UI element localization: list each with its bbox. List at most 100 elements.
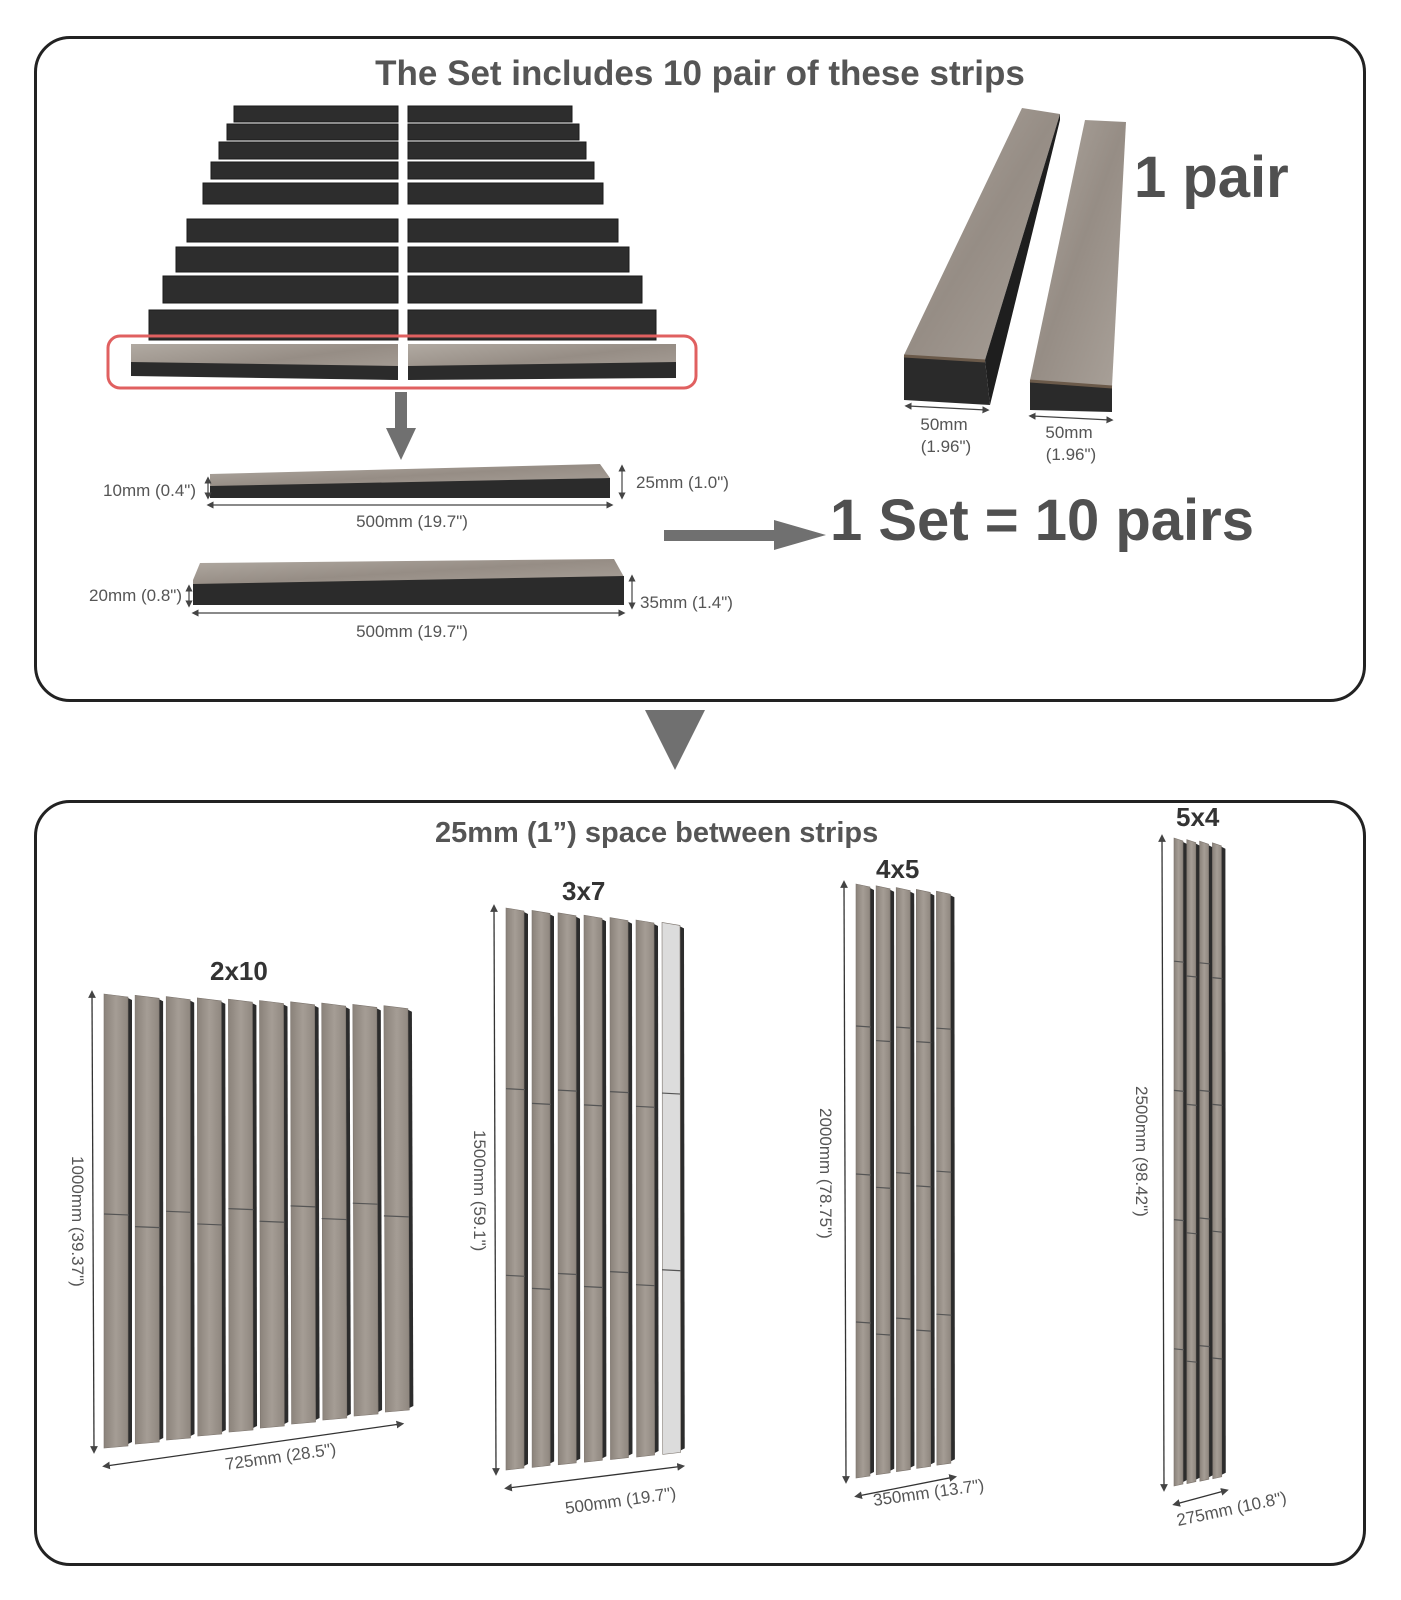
thick-strip: [185, 559, 636, 617]
pair-illustration: [903, 108, 1126, 424]
strip: [609, 917, 629, 1460]
height-arrow: [88, 990, 98, 1454]
strip-shadow: [890, 889, 895, 1471]
strip-joint: [1212, 977, 1223, 980]
strip: [875, 885, 891, 1476]
arrow-right: [664, 520, 826, 550]
height-arrow: [490, 904, 500, 1476]
strip: [583, 914, 603, 1463]
thick-strip-left-dim: 20mm (0.8"): [89, 586, 182, 605]
strip-shadow: [524, 912, 528, 1466]
strip-joint: [916, 1185, 932, 1188]
layout-4x5: [840, 880, 958, 1500]
strip-joint: [557, 1089, 578, 1092]
strip: [290, 1001, 316, 1425]
strip-joint: [896, 1317, 912, 1320]
strip-joint: [1173, 960, 1185, 963]
strip-joint: [936, 1170, 952, 1173]
height-2x10: 1000mm (39.37"): [68, 1156, 87, 1287]
strip-joint: [352, 1202, 378, 1205]
strip-joint: [197, 1223, 223, 1226]
strip-joint: [1212, 1230, 1223, 1233]
layout-label-5x4: 5x4: [1176, 802, 1220, 832]
pair-width-a: 50mm: [920, 415, 967, 434]
strip-shadow: [1208, 845, 1213, 1478]
layout-illustrations: [88, 834, 1229, 1507]
thin-strip-left-dim: 10mm (0.4"): [103, 481, 196, 500]
pair-width-a-inch: (1.96"): [921, 437, 971, 456]
strip-shadow: [680, 926, 685, 1451]
strip-joint: [135, 1226, 161, 1229]
strip-joint: [259, 1220, 285, 1223]
width-arrow: [1172, 1488, 1229, 1507]
strip-joint: [1173, 1348, 1185, 1351]
strip: [103, 993, 129, 1449]
set-equation: 1 Set = 10 pairs: [830, 488, 1254, 553]
strip-joint: [609, 1271, 630, 1274]
strip-joint: [103, 1213, 130, 1216]
strip-shadow: [283, 1004, 289, 1424]
width-5x4: 275mm (10.8"): [1175, 1488, 1288, 1530]
pair-width-b: 50mm: [1045, 423, 1092, 442]
layout-2x10: [88, 990, 414, 1470]
strip-joint: [557, 1272, 578, 1276]
strip-joint: [936, 1027, 952, 1030]
strip-joint: [635, 1105, 656, 1108]
height-4x5: 2000mm (78.75"): [816, 1108, 835, 1239]
strip: [228, 998, 254, 1433]
strip-joint: [661, 1269, 682, 1272]
width-arrow: [102, 1420, 405, 1470]
strip: [383, 1005, 410, 1413]
strip-joint: [936, 1313, 952, 1316]
strip: [1212, 842, 1223, 1480]
strip-joint: [505, 1088, 526, 1091]
strip-joint: [916, 1041, 932, 1044]
layout-label-2x10: 2x10: [210, 956, 268, 986]
strip-joint: [531, 1287, 552, 1290]
width-arrow: [504, 1463, 686, 1492]
strip-shadow: [159, 999, 164, 1440]
strip-shadow: [654, 924, 659, 1453]
strip-shadow: [376, 1008, 383, 1412]
strip: [661, 922, 682, 1455]
strip-joint: [1199, 1089, 1210, 1092]
strip-joint: [583, 1104, 604, 1107]
strip-shadow: [602, 919, 607, 1459]
spacing-title: 25mm (1”) space between strips: [435, 817, 879, 849]
strip: [635, 919, 655, 1458]
strip: [321, 1002, 348, 1421]
top-dimensions: 10mm (0.4") 25mm (1.0") 500mm (19.7") 20…: [89, 415, 1096, 641]
strip-joint: [896, 1026, 912, 1029]
strip-shadow: [190, 1000, 195, 1436]
strip-shadow: [930, 893, 935, 1465]
strip: [505, 907, 525, 1471]
width-arrow: [854, 1474, 958, 1500]
thick-strip-right-dim: 35mm (1.4"): [640, 593, 733, 612]
layout-3x7: [490, 904, 686, 1492]
strip-joint: [609, 1091, 630, 1094]
height-5x4: 2500mm (98.42"): [1132, 1086, 1151, 1217]
strip: [895, 887, 911, 1472]
strip: [196, 997, 223, 1437]
strip-joint: [855, 1025, 872, 1028]
strip: [1173, 837, 1184, 1487]
strip-shadow: [252, 1003, 258, 1428]
set-title: The Set includes 10 pair of these strips: [375, 54, 1025, 93]
thick-strip-length: 500mm (19.7"): [356, 622, 468, 641]
strip: [259, 1000, 285, 1429]
strip-joint: [896, 1172, 912, 1175]
thin-strip-right-dim: 25mm (1.0"): [636, 473, 729, 492]
strip: [352, 1004, 379, 1417]
strip-joint: [1186, 1360, 1197, 1363]
strip-joint: [1186, 975, 1197, 978]
strip-joint: [290, 1205, 316, 1208]
strip-joint: [661, 1092, 682, 1095]
strip-stack: [148, 105, 657, 341]
strip: [531, 910, 551, 1468]
strip-shadow: [1195, 843, 1200, 1480]
strip-shadow: [314, 1005, 320, 1420]
strip-joint: [1186, 1232, 1197, 1235]
strip-shadow: [345, 1007, 351, 1416]
strip: [1199, 840, 1210, 1482]
strip-joint: [166, 1210, 192, 1213]
